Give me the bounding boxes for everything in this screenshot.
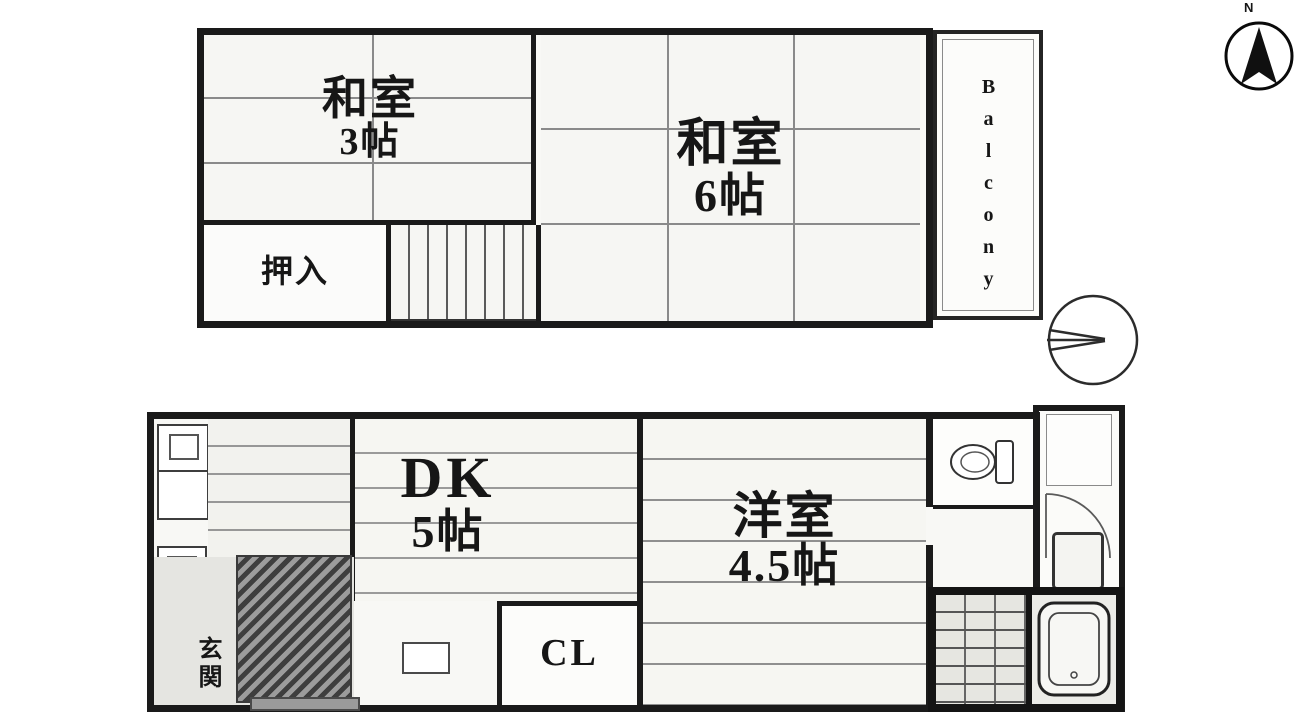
room-cl-closet: CL	[497, 601, 637, 705]
door-swing-arc-icon	[1045, 493, 1111, 559]
room-washitsu-3jo	[204, 35, 536, 225]
wall-dk-east	[637, 419, 643, 705]
bathtub-icon	[1037, 601, 1111, 697]
room-name: 和室	[322, 73, 418, 124]
room-name: DK	[400, 445, 496, 510]
room-western-label: 洋室 4.5帖	[643, 490, 926, 590]
closet-label: 押入	[260, 253, 329, 289]
washbasin-bowl	[169, 434, 199, 460]
room-name: 洋室	[732, 488, 837, 544]
room-oshiire-closet: 押入	[204, 225, 391, 321]
room-dk-label: DK 5帖	[358, 445, 538, 558]
bath-floor-grid	[936, 595, 1026, 704]
room-name: 和室	[676, 116, 785, 173]
room-dk	[355, 419, 637, 601]
entrance-label: 玄関	[193, 636, 220, 692]
entrance-door	[250, 697, 360, 711]
stairs-1f	[236, 555, 352, 703]
stairs-2f	[391, 225, 541, 321]
washbasin-icon	[157, 424, 209, 520]
kitchen-counter	[208, 419, 350, 557]
compass-north-label: N	[1244, 0, 1254, 15]
compass-icon	[1224, 21, 1294, 91]
washbasin-divider	[159, 470, 207, 472]
room-washitsu-6jo-label: 和室 6帖	[541, 116, 920, 222]
toilet-icon	[950, 440, 1014, 484]
water-heater-box	[1052, 532, 1104, 590]
bath-partition-wall	[1026, 595, 1032, 704]
room-washitsu-3jo-label: 和室 3帖	[204, 75, 536, 162]
cl-label: CL	[540, 632, 599, 674]
room-size: 3帖	[339, 120, 401, 163]
balcony-inner-line	[942, 39, 1034, 311]
balcony-label: Balcony	[977, 76, 1000, 300]
balcony: Balcony	[933, 30, 1043, 320]
round-fixture-icon	[1047, 294, 1139, 386]
room-size: 5帖	[411, 506, 485, 558]
shoe-cabinet	[402, 642, 450, 674]
room-size: 4.5帖	[728, 540, 841, 591]
kitchen-wall	[350, 419, 355, 601]
wall-east-top	[926, 419, 933, 507]
room-western-4-5jo	[643, 419, 926, 705]
room-size: 6帖	[694, 170, 767, 222]
extension-inner-line	[1046, 414, 1112, 486]
room-washitsu-6jo	[541, 35, 920, 321]
